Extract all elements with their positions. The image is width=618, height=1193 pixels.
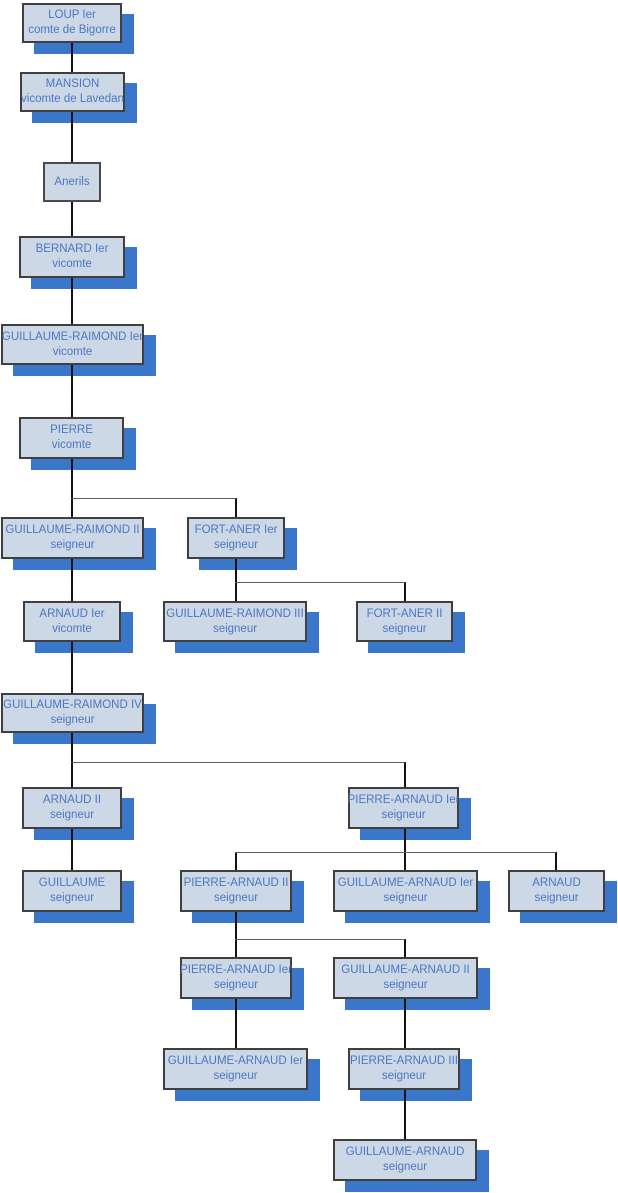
person-title: seigneur (383, 892, 428, 904)
person-title: seigneur (50, 539, 95, 551)
person-name: GUILLAUME-ARNAUD Ier (167, 1055, 304, 1067)
connector-line (71, 733, 73, 787)
connector-line (404, 939, 406, 957)
connector-line (235, 852, 237, 870)
person-name: PIERRE (50, 424, 93, 436)
person-title: seigneur (381, 1070, 427, 1082)
connector-line (71, 365, 73, 417)
tree-node-mansion[interactable]: MANSION vicomte de Lavedan (20, 72, 125, 112)
connector-line (235, 559, 237, 601)
connector-line (235, 582, 405, 584)
connector-line (235, 912, 237, 957)
person-name: GUILLAUME-ARNAUD II (341, 964, 470, 976)
tree-node-arnaud-ier[interactable]: ARNAUD Ier vicomte (23, 601, 121, 642)
tree-node-loup-ier[interactable]: LOUP Ier comte de Bigorre (22, 3, 122, 43)
person-title: seigneur (382, 622, 427, 635)
tree-node-pierre-arnaud-ier-2[interactable]: PIERRE-ARNAUD Ier seigneur (180, 957, 292, 999)
tree-node-guillaume-arnaud-ier[interactable]: GUILLAUME-ARNAUD Ier seigneur (333, 870, 478, 912)
person-title: comte de Bigorre (28, 24, 116, 36)
connector-line (71, 459, 73, 517)
person-name: GUILLAUME-RAIMOND Ier (1, 330, 144, 343)
connector-line (71, 278, 73, 324)
tree-node-pierre-arnaud-ii[interactable]: PIERRE-ARNAUD II seigneur (180, 870, 292, 912)
person-title: seigneur (534, 892, 579, 904)
person-name: GUILLAUME-ARNAUD Ier (337, 877, 474, 889)
person-title: vicomte (52, 345, 93, 358)
tree-node-guillaume[interactable]: GUILLAUME seigneur (22, 870, 122, 912)
tree-node-pierre-arnaud-ier[interactable]: PIERRE-ARNAUD Ier seigneur (348, 787, 459, 829)
connector-line (71, 43, 73, 72)
tree-node-guillaume-arnaud-ii[interactable]: GUILLAUME-ARNAUD II seigneur (333, 957, 478, 999)
tree-node-guillaume-raimond-iii[interactable]: GUILLAUME-RAIMOND III seigneur (163, 601, 307, 642)
person-title: seigneur (382, 1161, 428, 1173)
person-name: PIERRE-ARNAUD II (183, 877, 289, 889)
person-name: FORT-ANER II (366, 607, 443, 620)
connector-line (71, 202, 73, 236)
person-name: Anerils (54, 175, 90, 188)
connector-line (555, 852, 557, 870)
person-title: vicomte (51, 439, 92, 451)
tree-node-guillaume-arnaud-ier-2[interactable]: GUILLAUME-ARNAUD Ier seigneur (163, 1048, 308, 1090)
tree-node-arnaud[interactable]: ARNAUD seigneur (508, 870, 605, 912)
tree-node-pierre-arnaud-iii[interactable]: PIERRE-ARNAUD III seigneur (348, 1048, 460, 1090)
connector-line (71, 498, 236, 500)
person-title: seigneur (49, 809, 95, 821)
person-name: PIERRE-ARNAUD Ier (180, 964, 292, 976)
connector-line (404, 762, 406, 787)
person-name: GUILLAUME-RAIMOND III (166, 607, 304, 620)
person-name: GUILLAUME-RAIMOND IV (3, 699, 142, 711)
person-name: ARNAUD Ier (39, 607, 105, 620)
person-title: seigneur (381, 809, 426, 821)
tree-node-fort-aner-ier[interactable]: FORT-ANER Ier seigneur (187, 517, 285, 559)
connector-line (235, 852, 556, 854)
person-title: vicomte (52, 622, 92, 635)
person-name: LOUP Ier (48, 9, 96, 21)
tree-node-guillaume-arnaud[interactable]: GUILLAUME-ARNAUD seigneur (333, 1139, 477, 1181)
person-title: seigneur (213, 539, 259, 551)
connector-line (235, 498, 237, 517)
person-title: seigneur (213, 979, 259, 991)
person-title: vicomte (52, 258, 92, 270)
person-name: GUILLAUME-ARNAUD (345, 1146, 465, 1158)
tree-node-arnaud-ii[interactable]: ARNAUD II seigneur (22, 787, 122, 829)
connector-line (404, 999, 406, 1048)
person-name: GUILLAUME (38, 877, 106, 889)
connector-line (71, 762, 405, 764)
person-name: BERNARD Ier (35, 243, 109, 255)
person-name: GUILLAUME-RAIMOND II (5, 524, 140, 536)
connector-line (71, 559, 73, 601)
person-title: seigneur (213, 892, 259, 904)
connector-line (235, 939, 405, 941)
person-title: vicomte de Lavedan (21, 93, 124, 105)
person-name: PIERRE-ARNAUD Ier (347, 794, 460, 806)
tree-node-guillaume-raimond-iv[interactable]: GUILLAUME-RAIMOND IV seigneur (1, 693, 144, 733)
tree-node-anerils[interactable]: Anerils (43, 162, 101, 202)
connector-line (404, 582, 406, 601)
connector-line (404, 1090, 406, 1139)
tree-node-guillaume-raimond-ier[interactable]: GUILLAUME-RAIMOND Ier vicomte (1, 324, 144, 365)
tree-node-guillaume-raimond-ii[interactable]: GUILLAUME-RAIMOND II seigneur (1, 517, 144, 559)
person-name: ARNAUD (532, 877, 581, 889)
person-name: FORT-ANER Ier (194, 524, 278, 536)
person-title: seigneur (212, 622, 258, 635)
person-name: PIERRE-ARNAUD III (350, 1055, 458, 1067)
tree-node-bernard-ier[interactable]: BERNARD Ier vicomte (19, 236, 125, 278)
person-name: MANSION (45, 78, 100, 90)
tree-node-fort-aner-ii[interactable]: FORT-ANER II seigneur (356, 601, 453, 642)
tree-node-pierre[interactable]: PIERRE vicomte (19, 417, 124, 459)
person-title: seigneur (50, 714, 95, 726)
connector-line (71, 112, 73, 162)
person-title: seigneur (383, 979, 428, 991)
person-name: ARNAUD II (42, 794, 102, 806)
person-title: seigneur (213, 1070, 258, 1082)
connector-line (71, 829, 73, 870)
connector-line (235, 999, 237, 1048)
connector-line (404, 829, 406, 870)
person-title: seigneur (49, 892, 95, 904)
connector-line (71, 642, 73, 693)
